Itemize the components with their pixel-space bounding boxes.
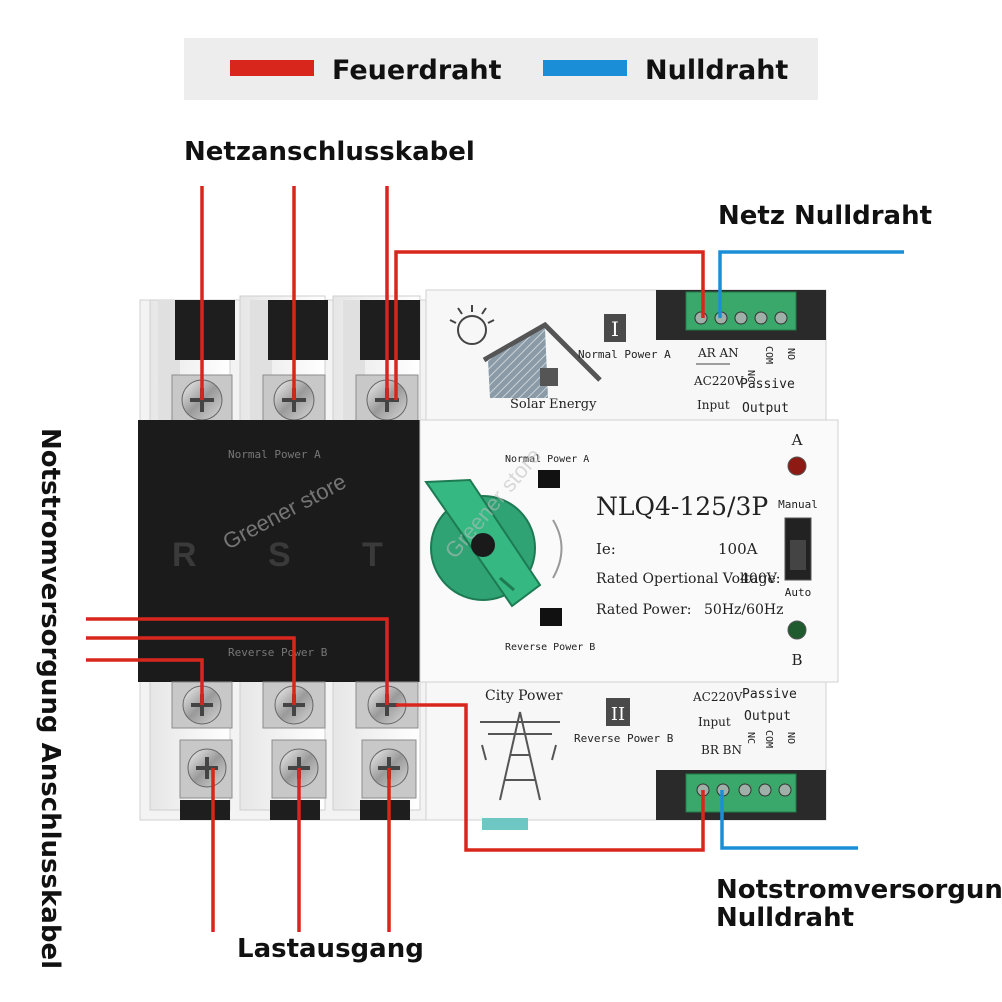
upper-nc-label: NC bbox=[745, 370, 756, 382]
label-mains-cable: Netzanschlusskabel bbox=[184, 137, 475, 167]
lower-input-label: Input bbox=[698, 715, 731, 729]
cover-normal-power-a: Normal Power A bbox=[228, 448, 321, 461]
lower-roman-box bbox=[606, 698, 630, 726]
lower-terminal-labels: BR BN bbox=[701, 743, 742, 757]
upper-roman: I bbox=[611, 317, 619, 341]
upper-input-label: Input bbox=[697, 398, 730, 412]
backup-neutral-wire bbox=[720, 790, 858, 850]
upper-output-label: Output bbox=[742, 401, 789, 416]
upper-passive-label: Passive bbox=[740, 377, 795, 392]
upper-no-label: NO bbox=[785, 348, 796, 360]
lower-module-name: Reverse Power B bbox=[574, 732, 674, 745]
indicator-b-label: B bbox=[791, 651, 802, 669]
label-backup-neutral-line1: Notstromversorgung bbox=[716, 875, 1002, 905]
lower-ac-label: AC220V bbox=[692, 690, 743, 704]
backup-wire-r bbox=[86, 658, 204, 705]
mains-neutral-wire bbox=[718, 250, 904, 318]
legend-live-swatch bbox=[230, 60, 314, 76]
screw-load-r bbox=[179, 739, 233, 799]
lower-nc-label: NC bbox=[745, 732, 756, 744]
ie-label: Ie: bbox=[596, 540, 616, 558]
indicator-a-light bbox=[787, 456, 807, 476]
voltage-value: 400V bbox=[740, 571, 778, 587]
indicator-a-label: A bbox=[791, 431, 803, 449]
live-wires bbox=[86, 186, 705, 932]
window-a bbox=[538, 470, 560, 488]
legend-neutral-label: Nulldraht bbox=[645, 55, 788, 86]
window-b bbox=[540, 608, 562, 626]
din-clip bbox=[482, 818, 528, 830]
ie-value: 100A bbox=[718, 540, 758, 558]
phase-label-t: T bbox=[362, 536, 383, 574]
upper-terminal-fins bbox=[149, 295, 421, 431]
mode-switch-slider[interactable] bbox=[790, 540, 806, 570]
cover-reverse-power-b: Reverse Power B bbox=[228, 646, 328, 659]
label-backup-cable: Notstromversorgung Anschlusskabel bbox=[35, 428, 65, 969]
lower-com-label: COM bbox=[763, 730, 774, 748]
power-label: Rated Power: bbox=[596, 602, 692, 618]
backup-live-to-module bbox=[396, 703, 705, 852]
rotary-knob[interactable] bbox=[424, 478, 542, 608]
label-backup-neutral-line2: Nulldraht bbox=[716, 903, 854, 933]
indicator-b-light bbox=[787, 620, 807, 640]
upper-brand: Solar Energy bbox=[510, 397, 597, 412]
neutral-wires bbox=[718, 250, 904, 850]
phase-label-r: R bbox=[172, 536, 197, 574]
panel-reverse-power-b: Reverse Power B bbox=[505, 642, 595, 653]
lower-control-module: City Power II Reverse Power B AC220V Inp… bbox=[425, 681, 827, 821]
lower-passive-label: Passive bbox=[742, 687, 797, 702]
model-number: NLQ4-125/3P bbox=[596, 492, 768, 521]
backup-wire-t bbox=[86, 617, 389, 705]
label-mains-neutral: Netz Nulldraht bbox=[718, 201, 932, 231]
panel-normal-power-a: Normal Power A bbox=[505, 454, 589, 465]
phase-label-s: S bbox=[268, 536, 291, 574]
upper-ac-label: AC220V bbox=[693, 374, 744, 388]
power-value: 50Hz/60Hz bbox=[704, 602, 784, 618]
mode-auto-label: Auto bbox=[785, 586, 812, 599]
main-panel: Normal Power A Reverse Power B NLQ4-125/… bbox=[419, 419, 839, 683]
upper-com-label: COM bbox=[763, 346, 774, 364]
upper-control-module: Solar Energy I Normal Power A AR AN AC22… bbox=[425, 289, 827, 421]
mains-live-to-module bbox=[394, 250, 705, 400]
solar-house-icon bbox=[449, 305, 602, 398]
transfer-switch: Normal Power A R S T Reverse Power B bbox=[138, 289, 839, 830]
legend: Feuerdraht Nulldraht bbox=[184, 38, 818, 100]
upper-module-name: Normal Power A bbox=[578, 348, 671, 361]
mode-manual-label: Manual bbox=[778, 498, 818, 511]
power-pylon-icon bbox=[480, 711, 560, 801]
upper-roman-box bbox=[604, 314, 626, 342]
backup-wire-s bbox=[86, 636, 296, 705]
lower-no-label: NO bbox=[785, 732, 796, 744]
legend-neutral-swatch bbox=[543, 60, 627, 76]
label-load-output: Lastausgang bbox=[237, 934, 424, 964]
voltage-label: Rated Opertional Voltage: bbox=[596, 571, 780, 587]
upper-terminal-labels: AR AN bbox=[697, 346, 739, 360]
legend-live-label: Feuerdraht bbox=[332, 55, 502, 86]
lower-output-label: Output bbox=[744, 709, 791, 724]
lower-roman: II bbox=[611, 704, 625, 725]
lower-brand: City Power bbox=[485, 688, 563, 704]
rotate-arrow-icon bbox=[552, 519, 563, 579]
